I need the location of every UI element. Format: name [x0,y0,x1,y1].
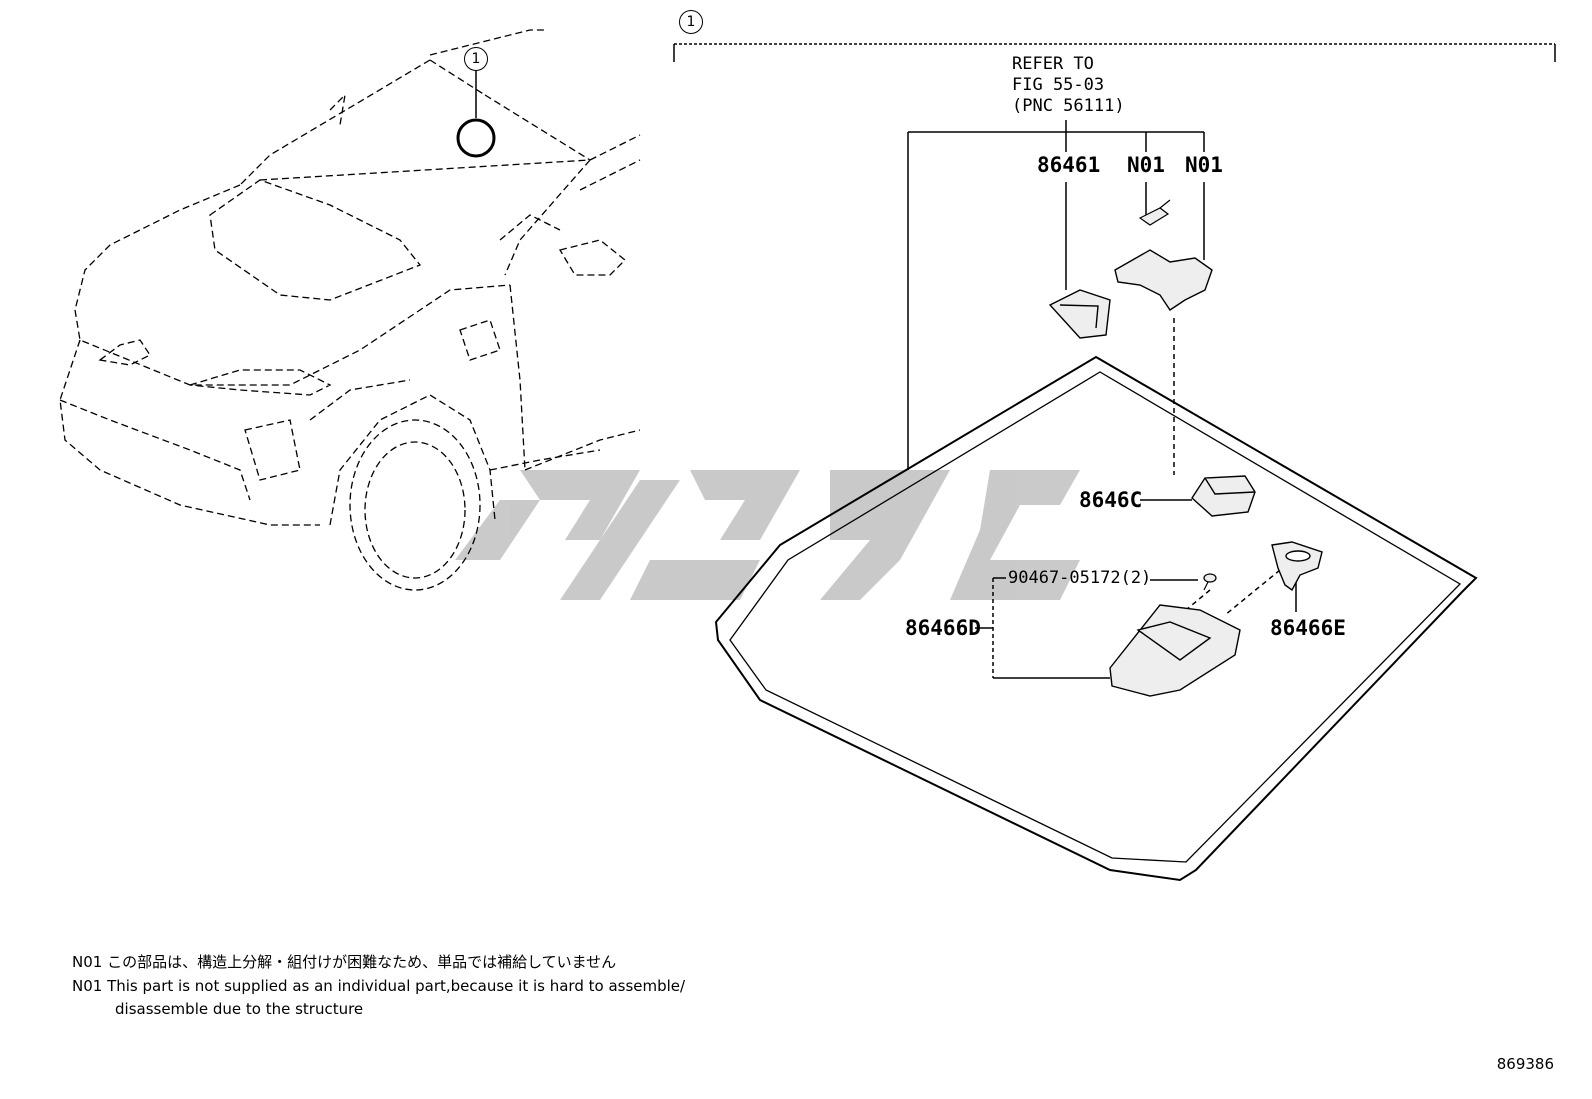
part-90467-clip [1203,573,1217,591]
note-jp: N01 この部品は、構造上分解・組付けが困難なため、単品では補給していません [72,953,617,971]
windshield-glass [714,355,1478,882]
part-n01-small [1138,199,1171,226]
part-label-86466e: 86466E [1270,616,1346,640]
callout-marker-assembly: 1 [679,10,703,34]
callout-marker-vehicle: 1 [464,47,488,71]
refer-line-2: FIG 55-03 [1012,75,1105,95]
part-label-n01-a: N01 [1127,153,1165,177]
note-en-2: disassemble due to the structure [115,1000,364,1018]
vehicle-outline [59,29,641,526]
part-label-n01-b: N01 [1185,153,1223,177]
vehicle-wheel [349,419,481,591]
part-label-90467: 90467-05172(2) [1008,568,1152,588]
part-86466e [1271,541,1323,592]
note-en-1: N01 This part is not supplied as an indi… [72,977,686,995]
part-86461 [1048,289,1111,339]
part-n01-bracket [1114,249,1213,311]
refer-line-3: (PNC 56111) [1012,96,1125,116]
watermark-logo [455,470,1080,600]
vehicle-callout [456,70,496,158]
part-label-86461: 86461 [1037,153,1101,177]
part-8646c [1191,475,1256,517]
part-label-86466d: 86466D [905,616,981,640]
refer-line-1: REFER TO [1012,54,1094,74]
part-86466d [1109,604,1241,697]
part-label-8646c: 8646C [1079,488,1143,512]
figure-number: 869386 [1496,1055,1554,1073]
